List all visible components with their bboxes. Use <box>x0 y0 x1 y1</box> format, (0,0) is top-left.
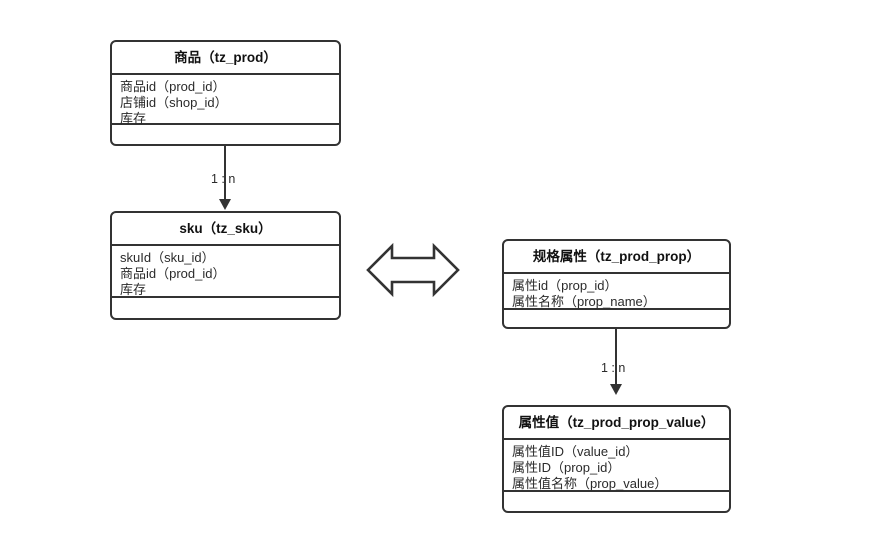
attribute-row: 库存 <box>120 110 147 126</box>
entity-attributes-tz-prod-prop: 属性id（prop_id） 属性名称（prop_name） <box>504 274 729 310</box>
entity-title-tz-prod-prop: 规格属性（tz_prod_prop） <box>504 241 729 274</box>
attribute-row: 属性id（prop_id） <box>512 277 618 293</box>
attribute-row: 库存 <box>120 281 147 297</box>
entity-title-tz-prod: 商品（tz_prod） <box>112 42 339 75</box>
relation-arrowhead-icon <box>610 384 622 395</box>
relation-arrowhead-icon <box>219 199 231 210</box>
entity-operations-tz-prod-prop-value <box>504 492 729 512</box>
relation-line <box>224 146 226 202</box>
entity-box-tz-prod[interactable]: 商品（tz_prod） 商品id（prod_id） 店铺id（shop_id） … <box>110 40 341 146</box>
attribute-row: 属性值名称（prop_value） <box>512 475 668 491</box>
entity-attributes-tz-prod-prop-value: 属性值ID（value_id） 属性ID（prop_id） 属性值名称（prop… <box>504 440 729 492</box>
relation-cardinality-label: 1 : n <box>211 172 236 186</box>
attribute-row: 商品id（prod_id） <box>120 265 226 281</box>
attribute-row: 属性值ID（value_id） <box>512 443 639 459</box>
attribute-row: 店铺id（shop_id） <box>120 94 228 110</box>
entity-box-tz-prod-prop-value[interactable]: 属性值（tz_prod_prop_value） 属性值ID（value_id） … <box>502 405 731 513</box>
double-arrow-icon <box>366 242 460 298</box>
attribute-row: 商品id（prod_id） <box>120 78 226 94</box>
entity-title-tz-sku: sku（tz_sku） <box>112 213 339 246</box>
entity-box-tz-prod-prop[interactable]: 规格属性（tz_prod_prop） 属性id（prop_id） 属性名称（pr… <box>502 239 731 329</box>
entity-title-tz-prod-prop-value: 属性值（tz_prod_prop_value） <box>504 407 729 440</box>
entity-operations-tz-sku <box>112 298 339 319</box>
attribute-row: skuId（sku_id） <box>120 249 215 265</box>
attribute-row: 属性名称（prop_name） <box>512 293 656 309</box>
entity-attributes-tz-sku: skuId（sku_id） 商品id（prod_id） 库存 <box>112 246 339 298</box>
relation-cardinality-label: 1 : n <box>601 361 626 375</box>
attribute-row: 属性ID（prop_id） <box>512 459 621 475</box>
entity-operations-tz-prod-prop <box>504 310 729 328</box>
entity-box-tz-sku[interactable]: sku（tz_sku） skuId（sku_id） 商品id（prod_id） … <box>110 211 341 320</box>
double-arrow-svg <box>366 242 460 298</box>
entity-attributes-tz-prod: 商品id（prod_id） 店铺id（shop_id） 库存 <box>112 75 339 126</box>
entity-operations-tz-prod <box>112 125 339 145</box>
relation-line <box>615 329 617 387</box>
